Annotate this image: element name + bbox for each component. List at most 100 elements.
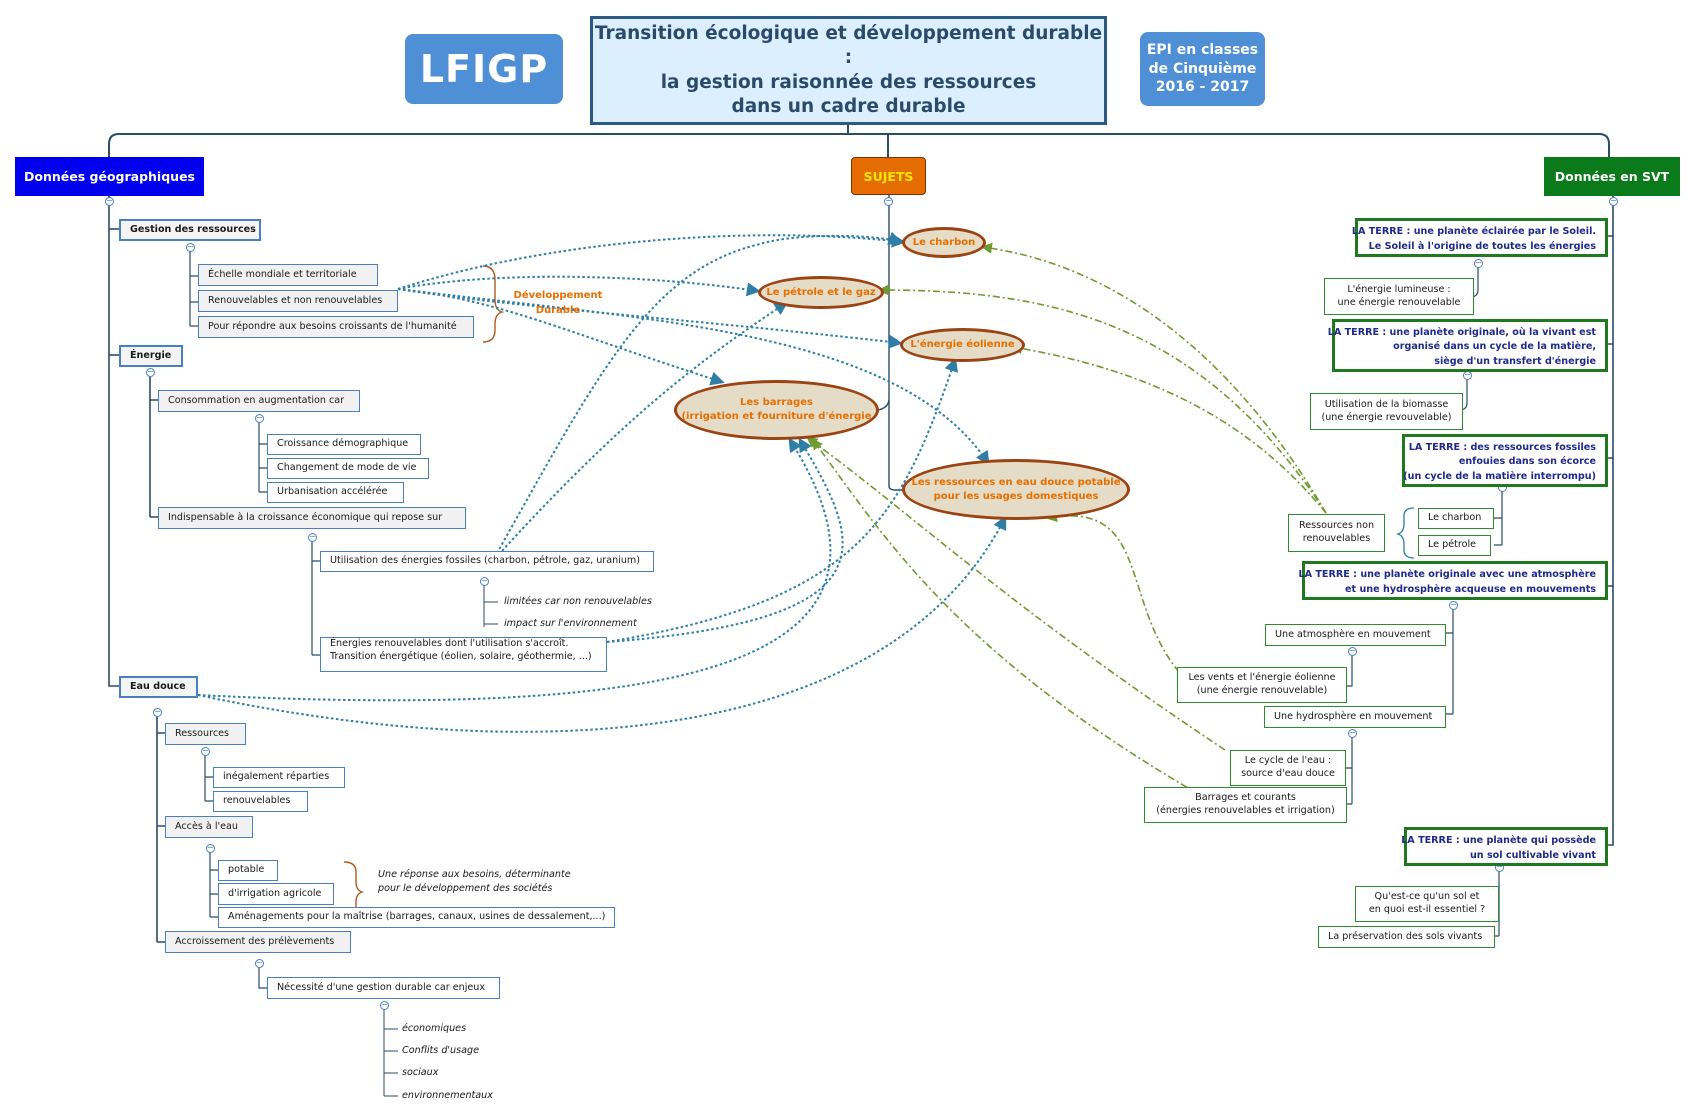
collapse-toggle[interactable]: − xyxy=(186,242,195,252)
node-prelevements[interactable]: Accroissement des prélèvements xyxy=(165,931,351,953)
node-barrages-courants[interactable]: Barrages et courants (énergies renouvela… xyxy=(1144,787,1347,823)
epi-badge: EPI en classes de Cinquième 2016 - 2017 xyxy=(1140,32,1265,106)
collapse-toggle[interactable]: − xyxy=(153,707,162,717)
subject-line: Les barrages xyxy=(740,397,813,408)
collapse-toggle[interactable]: − xyxy=(1348,728,1357,738)
node-ressources[interactable]: Ressources xyxy=(165,723,246,745)
node-ressources-non-renouvelables[interactable]: Ressources non renouvelables xyxy=(1288,514,1385,552)
node-terre-fossiles[interactable]: LA TERRE : des ressources fossiles enfou… xyxy=(1402,434,1608,487)
node-svt-charbon[interactable]: Le charbon xyxy=(1418,508,1494,529)
node-gestion-durable[interactable]: Nécessité d'une gestion durable car enje… xyxy=(267,977,500,999)
node-atmosphere-mouvement[interactable]: Une atmosphère en mouvement xyxy=(1265,624,1446,646)
node-energies-renouvelables[interactable]: Énergies renouvelables dont l'utilisatio… xyxy=(320,637,607,672)
collapse-toggle[interactable]: − xyxy=(105,196,114,206)
subject-barrages[interactable]: Les barrages (irrigation et fourniture d… xyxy=(674,380,879,440)
node-line: (une énergie renouvelable) xyxy=(1196,685,1328,696)
collapse-toggle[interactable]: − xyxy=(146,367,155,377)
branch-sujets[interactable]: SUJETS xyxy=(851,157,926,195)
node-terre-soleil[interactable]: LA TERRE : une planète éclairée par le S… xyxy=(1351,218,1608,257)
title-line: dans un cadre durable xyxy=(731,95,966,117)
node-gestion-ressources[interactable]: Gestion des ressources xyxy=(119,219,261,241)
subject-ressources-eau[interactable]: Les ressources en eau douce potable pour… xyxy=(902,459,1130,520)
node-terre-vivant[interactable]: LA TERRE : une planète originale, où la … xyxy=(1328,319,1608,372)
title-line: Transition écologique et développement d… xyxy=(594,22,1103,69)
subject-line: pour les usages domestiques xyxy=(933,490,1099,502)
node-line: (énergies renouvelables et irrigation) xyxy=(1156,805,1335,816)
collapse-toggle[interactable]: − xyxy=(1463,370,1472,380)
node-sol-essentiel[interactable]: Qu'est-ce qu'un sol et en quoi est-il es… xyxy=(1355,886,1499,922)
logo-lfigp: LFIGP xyxy=(405,34,563,104)
collapse-toggle[interactable]: − xyxy=(1348,646,1357,656)
note-conflits: Conflits d'usage xyxy=(402,1045,479,1056)
subject-energie-eolienne[interactable]: L'énergie éolienne xyxy=(900,328,1025,362)
node-line: source d'eau douce xyxy=(1241,768,1335,779)
node-line: (un cycle de la matière interrompu) xyxy=(1403,470,1596,482)
note-environnementaux: environnementaux xyxy=(402,1090,493,1101)
node-line: une énergie renouvelable xyxy=(1337,296,1461,308)
collapse-toggle[interactable]: − xyxy=(1449,600,1458,610)
note-line: Développement xyxy=(513,290,603,301)
node-line: LA TERRE : une planète éclairée par le S… xyxy=(1351,226,1596,238)
collapse-toggle[interactable]: − xyxy=(480,576,489,586)
branch-donnees-geographiques[interactable]: Données géographiques xyxy=(15,157,204,196)
node-svt-petrole[interactable]: Le pétrole xyxy=(1418,535,1491,556)
node-urbanisation[interactable]: Urbanisation accélérée xyxy=(267,482,404,503)
node-line: Les vents et l'énergie éolienne xyxy=(1188,672,1336,684)
collapse-toggle[interactable]: − xyxy=(380,1000,389,1010)
collapse-toggle[interactable]: − xyxy=(255,413,264,423)
node-consommation[interactable]: Consommation en augmentation car xyxy=(158,390,360,412)
node-line: Le Soleil à l'origine de toutes les éner… xyxy=(1368,240,1596,252)
node-eau-douce[interactable]: Eau douce xyxy=(119,676,198,698)
node-vents[interactable]: Les vents et l'énergie éolienne (une éne… xyxy=(1177,667,1347,703)
node-echelle[interactable]: Échelle mondiale et territoriale xyxy=(198,264,378,286)
node-terre-sol[interactable]: LA TERRE : une planète qui possède un so… xyxy=(1401,827,1608,866)
node-line: en quoi est-il essentiel ? xyxy=(1368,904,1486,915)
note-limitees: limitées car non renouvelables xyxy=(504,596,652,607)
subject-charbon[interactable]: Le charbon xyxy=(902,227,986,258)
node-energie-lumineuse[interactable]: L'énergie lumineuse : une énergie renouv… xyxy=(1324,278,1474,315)
node-line: LA TERRE : des ressources fossiles xyxy=(1408,441,1596,453)
node-line: L'énergie lumineuse : xyxy=(1347,283,1451,295)
node-acces-eau[interactable]: Accès à l'eau xyxy=(165,816,253,838)
node-line: Ressources non xyxy=(1298,520,1375,532)
epi-line: EPI en classes xyxy=(1146,41,1259,58)
node-biomasse[interactable]: Utilisation de la biomasse (une énergie … xyxy=(1310,393,1463,430)
node-besoins[interactable]: Pour répondre aux besoins croissants de … xyxy=(198,316,474,338)
node-cycle-eau[interactable]: Le cycle de l'eau : source d'eau douce xyxy=(1230,750,1346,786)
node-line: LA TERRE : une planète originale, où la … xyxy=(1327,326,1596,338)
collapse-toggle[interactable]: − xyxy=(206,843,215,853)
node-preservation-sols[interactable]: La préservation des sols vivants xyxy=(1318,926,1495,948)
collapse-toggle[interactable]: − xyxy=(1609,196,1618,206)
title-line: la gestion raisonnée des ressources xyxy=(660,71,1037,93)
collapse-toggle[interactable]: − xyxy=(308,532,317,542)
node-energies-fossiles[interactable]: Utilisation des énergies fossiles (charb… xyxy=(320,551,654,572)
node-irrigation[interactable]: d'irrigation agricole xyxy=(218,883,334,905)
node-eau-renouvelables[interactable]: renouvelables xyxy=(213,791,308,812)
node-energie[interactable]: Énergie xyxy=(119,345,183,367)
node-inegalement[interactable]: inégalement réparties xyxy=(213,767,345,788)
node-croissance-demographique[interactable]: Croissance démographique xyxy=(267,434,421,455)
node-terre-atmosphere[interactable]: LA TERRE : une planète originale avec un… xyxy=(1299,561,1608,600)
node-hydrosphere-mouvement[interactable]: Une hydrosphère en mouvement xyxy=(1264,706,1446,728)
node-line: organisé dans un cycle de la matière, xyxy=(1393,341,1596,353)
note-sociaux: sociaux xyxy=(402,1067,439,1078)
note-impact: impact sur l'environnement xyxy=(504,618,637,629)
node-amenagements[interactable]: Aménagements pour la maîtrise (barrages,… xyxy=(218,907,615,928)
node-renouvelables[interactable]: Renouvelables et non renouvelables xyxy=(198,290,398,312)
subject-petrole-gaz[interactable]: Le pétrole et le gaz xyxy=(758,276,884,309)
node-line: siège d'un transfert d'énergie xyxy=(1434,355,1596,367)
node-line: enfouies dans son écorce xyxy=(1458,456,1596,468)
collapse-toggle[interactable]: − xyxy=(884,196,893,206)
branch-donnees-svt[interactable]: Données en SVT xyxy=(1544,157,1680,196)
node-line: (une énergie revouvelable) xyxy=(1321,411,1452,423)
node-line: Barrages et courants xyxy=(1195,792,1296,804)
node-potable[interactable]: potable xyxy=(218,860,278,881)
collapse-toggle[interactable]: − xyxy=(1474,258,1483,268)
note-reponse-besoins: Une réponse aux besoins, déterminante po… xyxy=(378,868,571,896)
collapse-toggle[interactable]: − xyxy=(255,958,264,968)
node-line: Énergies renouvelables dont l'utilisatio… xyxy=(330,638,569,649)
node-indispensable[interactable]: Indispensable à la croissance économique… xyxy=(158,507,466,529)
node-line: renouvelables xyxy=(1302,533,1371,544)
collapse-toggle[interactable]: − xyxy=(201,746,210,756)
node-mode-de-vie[interactable]: Changement de mode de vie xyxy=(267,458,429,479)
